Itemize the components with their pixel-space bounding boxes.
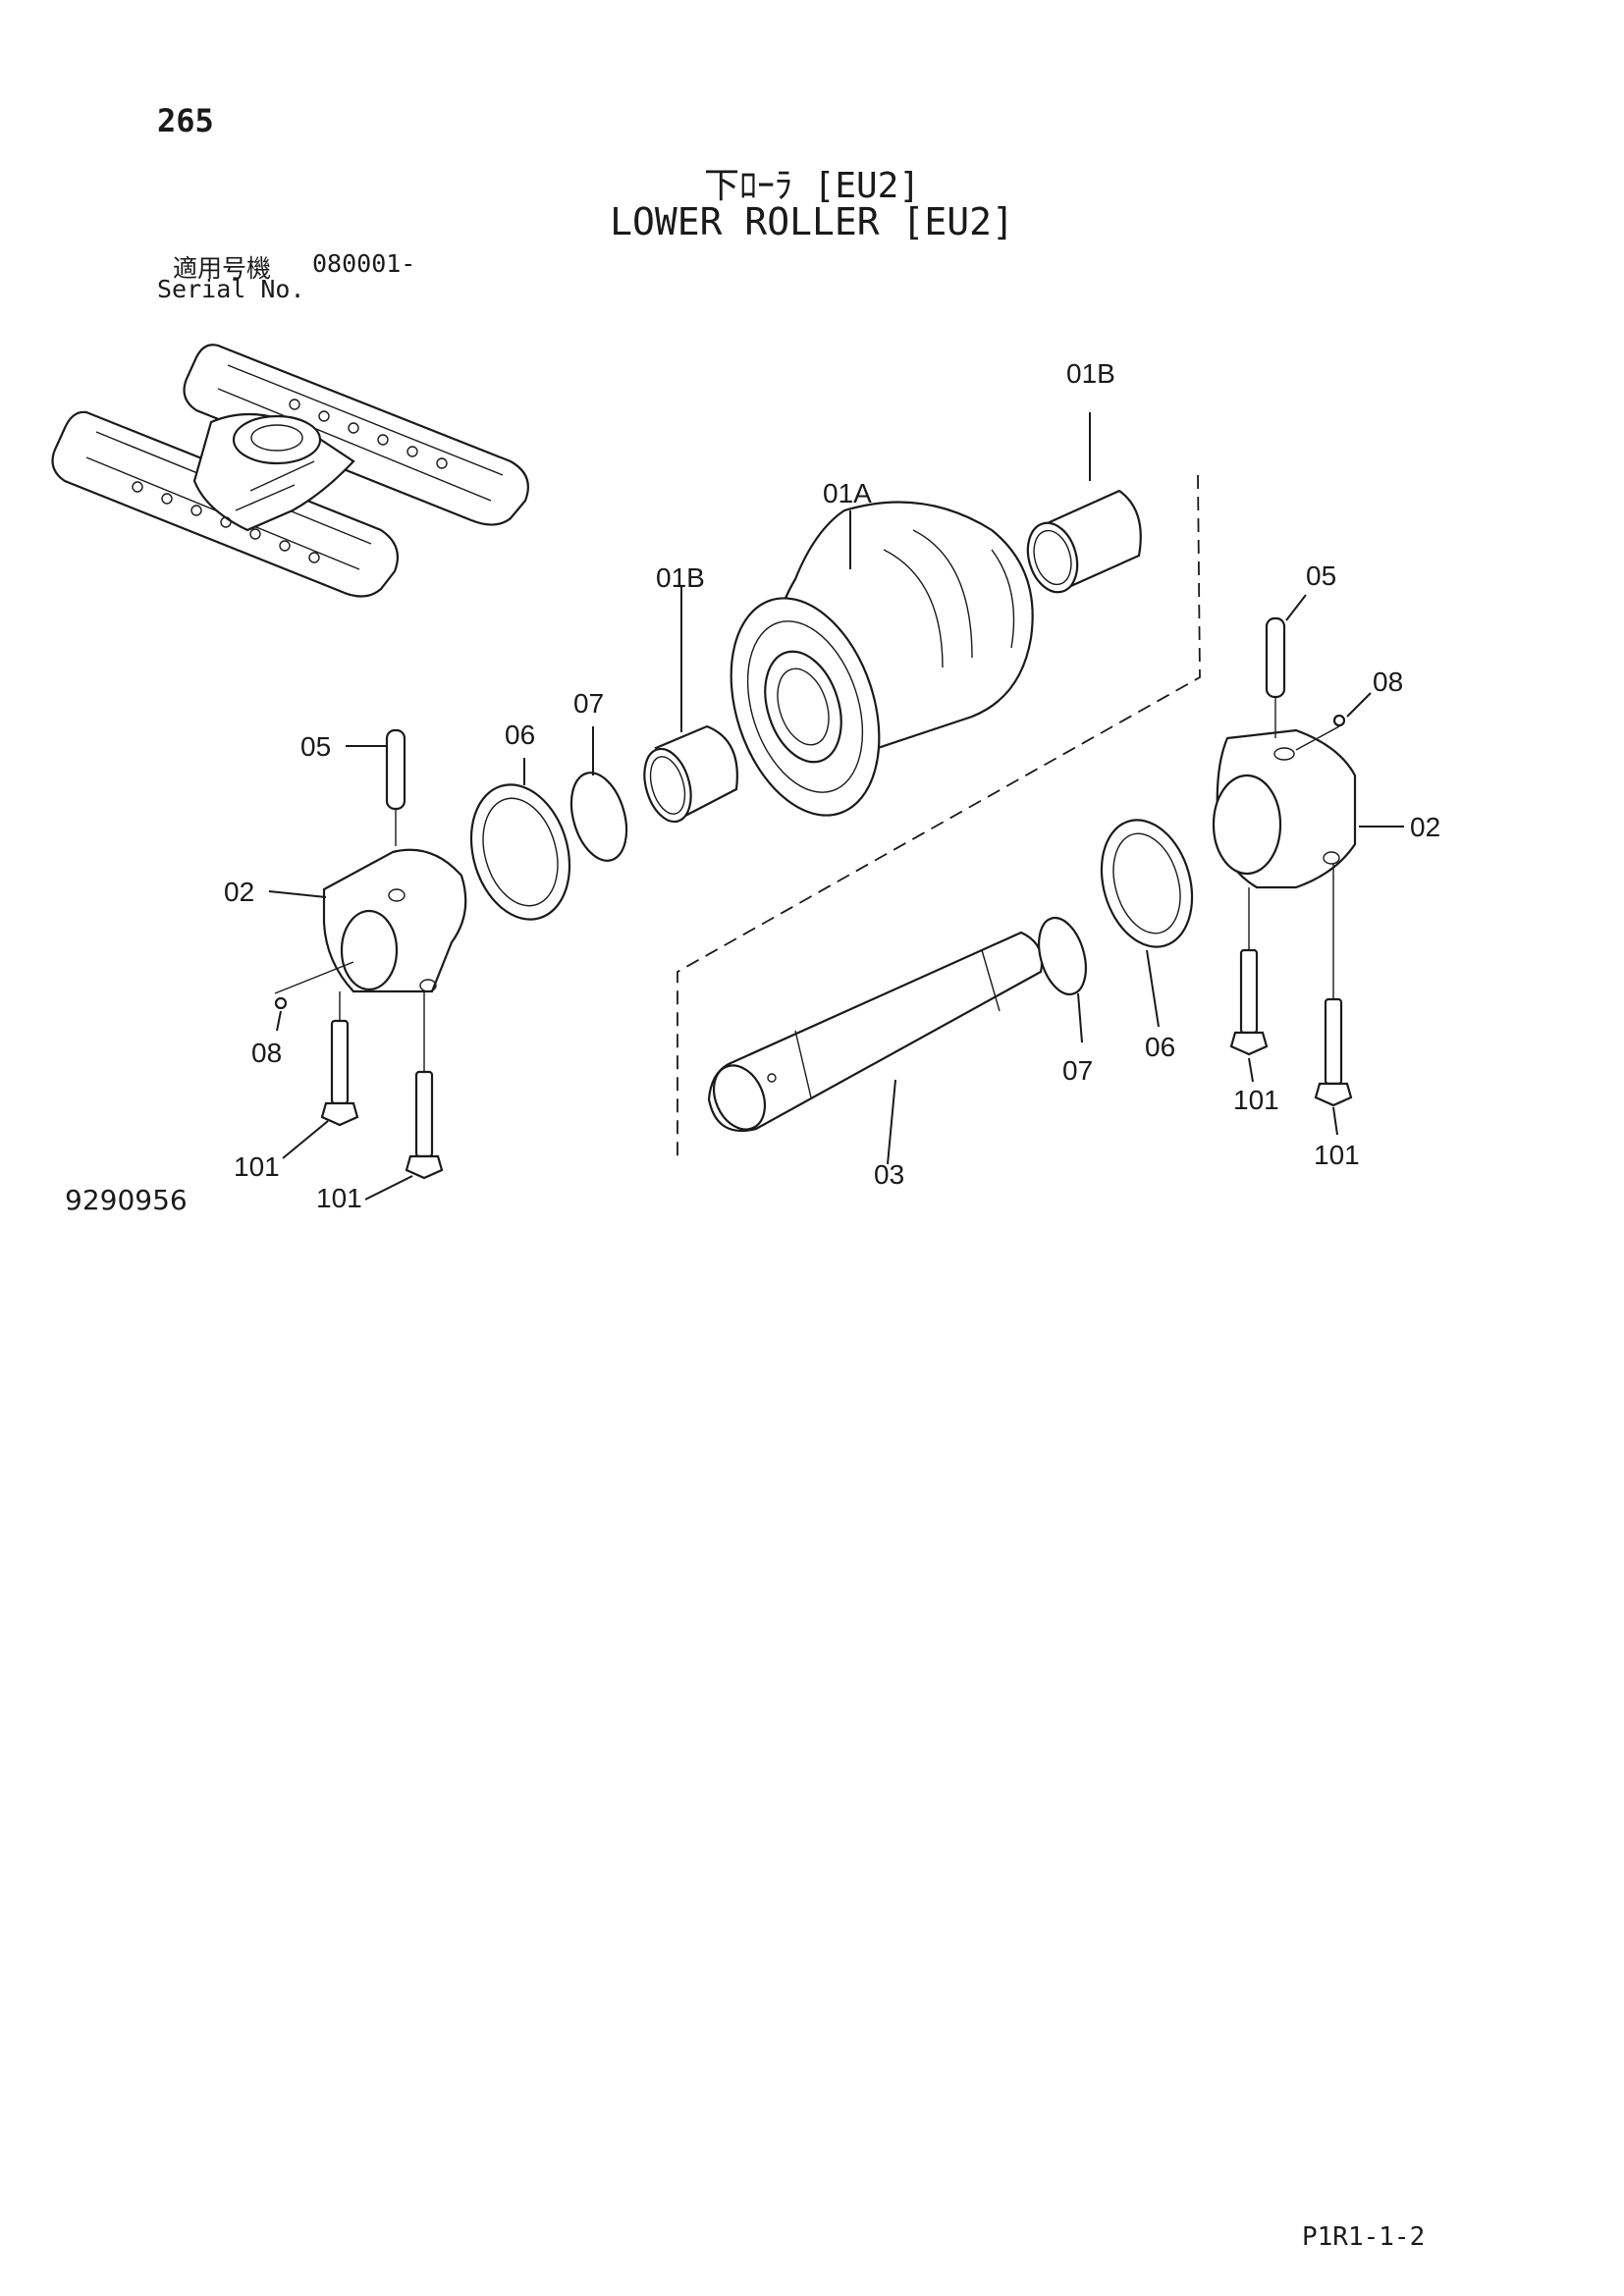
callout-06-right: 06 xyxy=(1145,1032,1175,1062)
plug-icon xyxy=(1332,714,1346,727)
callout-07-left: 07 xyxy=(573,688,604,719)
bracket-icon xyxy=(274,848,467,994)
callout-101-left-2: 101 xyxy=(316,1183,362,1213)
page-number: 265 xyxy=(157,102,214,139)
callout-01a: 01A xyxy=(823,478,872,508)
drawing-id: 9290956 xyxy=(65,1184,188,1216)
page-code: P1R1-1-2 xyxy=(1302,2222,1426,2252)
bushing-icon xyxy=(1026,489,1142,594)
roller-body-icon xyxy=(730,501,1034,817)
pin-icon xyxy=(385,728,406,846)
pin-icon xyxy=(1265,616,1286,738)
callout-08-right: 08 xyxy=(1373,667,1403,697)
o-ring-icon xyxy=(569,772,628,862)
shaft-icon xyxy=(707,931,1044,1133)
exploded-parts-diagram: 01B 01A 01B 05 08 07 06 05 02 02 08 07 0… xyxy=(51,344,1440,1213)
callout-02-right: 02 xyxy=(1410,812,1440,842)
callout-101-right-1: 101 xyxy=(1233,1085,1279,1115)
callout-08-left: 08 xyxy=(251,1038,282,1068)
callout-06-left: 06 xyxy=(505,720,535,750)
leader-lines xyxy=(268,412,1404,1201)
bushing-icon xyxy=(643,724,738,824)
seal-icon xyxy=(469,783,571,921)
plug-icon xyxy=(274,996,288,1010)
bolt-icon xyxy=(405,991,444,1180)
callout-05-right: 05 xyxy=(1306,561,1336,591)
assembly-boundary xyxy=(677,474,1201,1158)
bolt-icon xyxy=(1229,887,1269,1056)
bolt-icon xyxy=(320,991,359,1127)
title-english: LOWER ROLLER [EU2] xyxy=(610,200,1014,243)
undercarriage-overview-icon xyxy=(51,344,529,598)
callout-101-right-2: 101 xyxy=(1314,1140,1360,1170)
seal-icon xyxy=(1100,819,1194,948)
serial-label-english: Serial No. xyxy=(157,275,305,303)
serial-label-japanese: 適用号機 xyxy=(173,254,272,283)
bracket-icon xyxy=(1212,728,1357,889)
serial-number-value: 080001- xyxy=(312,249,416,278)
callout-07-right: 07 xyxy=(1062,1055,1093,1086)
callout-01b-top: 01B xyxy=(1066,358,1115,389)
callout-02-left: 02 xyxy=(224,877,254,907)
o-ring-icon xyxy=(1038,916,1087,996)
bolt-icon xyxy=(1314,864,1353,1107)
callout-101-left-1: 101 xyxy=(234,1151,280,1182)
callout-05-left: 05 xyxy=(300,731,331,762)
callout-03: 03 xyxy=(874,1159,904,1190)
title-japanese: 下ﾛｰﾗ [EU2] xyxy=(703,166,921,206)
callout-01b-middle: 01B xyxy=(656,562,705,593)
